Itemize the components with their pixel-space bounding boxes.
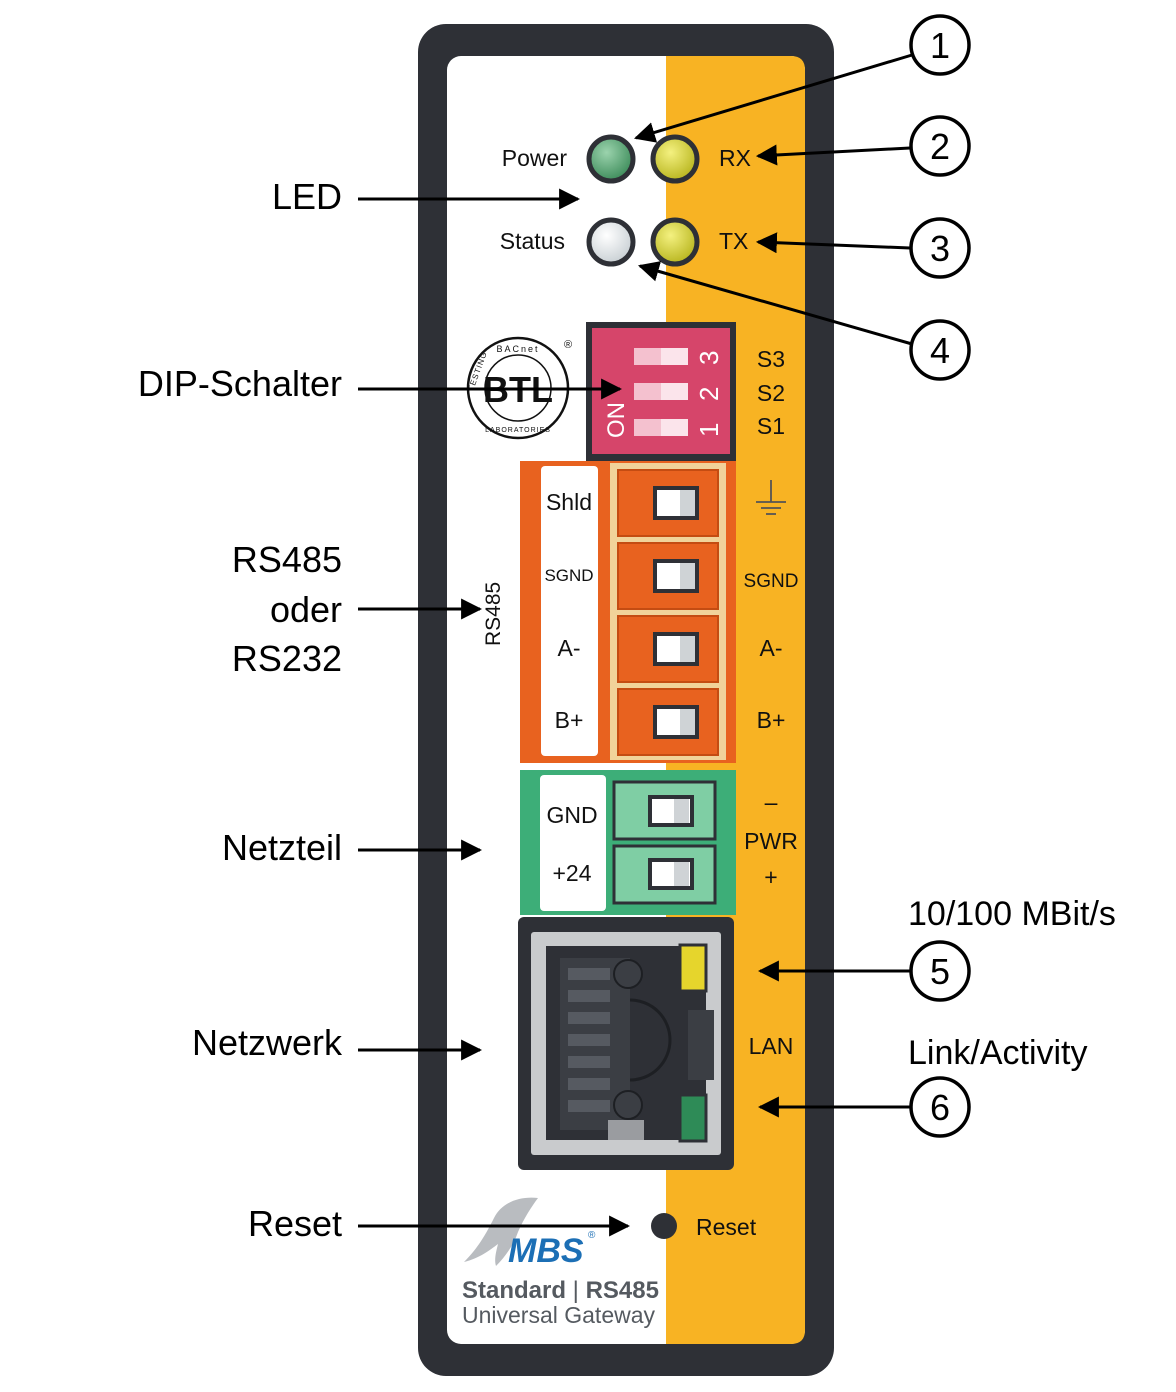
power-slot-shade-24: [674, 862, 689, 886]
reset-button[interactable]: [651, 1213, 677, 1239]
terminal-slot-shade-shld: [680, 490, 695, 516]
callout-number-5: 5: [930, 951, 950, 992]
rs485-label-strip: [541, 466, 598, 756]
callout-circle-3: [909, 217, 971, 279]
lan-link-led: [678, 1093, 708, 1143]
s3-label: S3: [757, 346, 785, 372]
mbs-logo: MBS ®: [464, 1197, 596, 1270]
callout-circle-6: [909, 1076, 971, 1138]
lan-label: LAN: [749, 1033, 794, 1059]
callout-circle-2: [909, 115, 971, 177]
power-label-gnd: GND: [546, 802, 597, 828]
pwr-plus-label: +: [764, 864, 777, 890]
right-label-b: B+: [757, 707, 786, 733]
callout-circle-1: [909, 14, 971, 76]
dip-num-3: 3: [694, 351, 724, 365]
power-label-strip: [540, 775, 606, 911]
lan-pin: [568, 1012, 610, 1024]
callout-number-3: 3: [930, 228, 950, 269]
status-led-label: Status: [500, 228, 565, 254]
status-led: [586, 217, 636, 267]
callout-circle-4: [909, 319, 971, 381]
btl-ring-top: BACnet: [496, 344, 539, 354]
callout-number-4: 4: [930, 330, 950, 371]
tx-label: TX: [719, 228, 748, 254]
terminal-label-a: A-: [558, 635, 581, 661]
dip-lever-3-knob: [661, 348, 688, 365]
rs485-side-label: RS485: [482, 582, 505, 646]
bird-icon: [464, 1197, 538, 1266]
terminal-slot-shade-sgnd: [680, 563, 695, 589]
product-subtitle: Universal Gateway: [462, 1302, 656, 1328]
rx-led: [650, 134, 700, 184]
right-label-a: A-: [760, 635, 783, 661]
label-link-activity: Link/Activity: [908, 1034, 1088, 1072]
dip-num-1: 1: [694, 423, 724, 437]
product-name: Standard | RS485: [462, 1277, 659, 1304]
terminal-label-sgnd: SGND: [544, 566, 593, 585]
label-led: LED: [272, 176, 342, 217]
reset-device-label: Reset: [696, 1214, 757, 1240]
arrow-callout-2: [755, 144, 911, 166]
rs485-screw-terminals: [617, 469, 719, 756]
dip-lever-1-knob: [661, 419, 688, 436]
btl-ring-right: LABORATORIES: [485, 427, 551, 434]
btl-reg-mark: ®: [564, 339, 572, 351]
s2-label: S2: [757, 380, 785, 406]
lan-pin: [568, 1100, 610, 1112]
s1-label: S1: [757, 413, 785, 439]
label-oder: oder: [270, 589, 342, 630]
left-arrows: [358, 188, 631, 1237]
callout-number-6: 6: [930, 1087, 950, 1128]
power-led-label: Power: [502, 145, 568, 171]
callout-markers: 1 2 3 4 5 6: [909, 14, 971, 1138]
label-dip-switch: DIP-Schalter: [138, 363, 342, 404]
pwr-minus-label: –: [765, 789, 778, 815]
power-slot-shade-gnd: [674, 799, 689, 823]
label-speed: 10/100 MBit/s: [908, 895, 1116, 933]
right-label-sgnd: SGND: [744, 571, 799, 592]
lan-pin: [568, 968, 610, 980]
arrow-callout-3: [755, 232, 911, 254]
power-label-24: +24: [552, 860, 591, 886]
lan-pin: [568, 1078, 610, 1090]
dip-num-2: 2: [694, 387, 724, 401]
lan-pin: [568, 990, 610, 1002]
lan-port[interactable]: [518, 917, 734, 1170]
rx-label: RX: [719, 145, 751, 171]
ground-icon: [756, 480, 786, 515]
callout-number-2: 2: [930, 126, 950, 167]
callout-arrows: [633, 53, 913, 1118]
arrow-callout-1: [633, 53, 913, 143]
callout-circle-5: [909, 940, 971, 1002]
lan-pin: [568, 1056, 610, 1068]
label-rs485: RS485: [232, 539, 342, 580]
terminal-label-b: B+: [555, 707, 584, 733]
power-led: [586, 134, 636, 184]
label-netzwerk: Netzwerk: [192, 1022, 343, 1063]
lan-speed-led: [678, 943, 708, 993]
label-netzteil: Netzteil: [222, 827, 342, 868]
terminal-slot-shade-a: [680, 636, 695, 662]
pwr-label: PWR: [744, 828, 798, 854]
terminal-slot-shade-b: [680, 709, 695, 735]
label-reset: Reset: [248, 1203, 342, 1244]
tx-led: [650, 217, 700, 267]
callout-number-1: 1: [930, 25, 950, 66]
terminal-label-shld: Shld: [546, 489, 592, 515]
lan-pin: [568, 1034, 610, 1046]
arrow-callout-4: [637, 261, 913, 346]
mbs-brand: MBS: [508, 1232, 584, 1270]
dip-on-label: ON: [603, 402, 630, 438]
label-rs232: RS232: [232, 638, 342, 679]
dip-lever-2-knob: [661, 383, 688, 400]
mbs-reg-mark: ®: [588, 1230, 596, 1241]
